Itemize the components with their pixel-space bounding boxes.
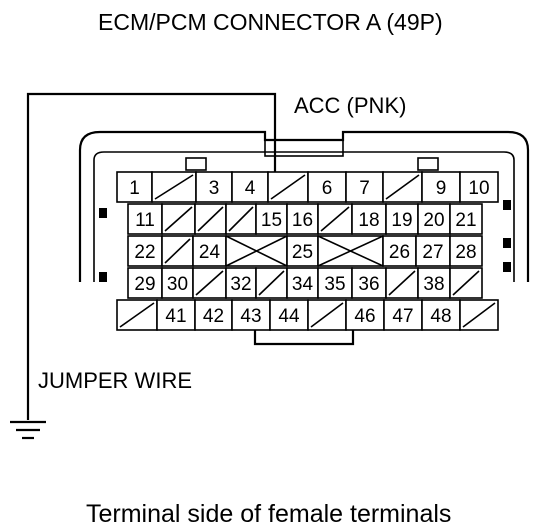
terminal-number: 1: [129, 178, 140, 199]
terminal-cross: [317, 235, 384, 267]
terminal-1: 1: [116, 171, 153, 203]
terminal-29: 29: [127, 267, 163, 299]
terminal-27: 27: [415, 235, 451, 267]
terminal-number: 26: [389, 242, 410, 263]
terminal-number: 43: [240, 306, 261, 327]
terminal-blank: [449, 267, 483, 299]
terminal-38: 38: [417, 267, 451, 299]
terminal-number: 11: [135, 210, 155, 231]
terminal-6: 6: [307, 171, 347, 203]
terminal-number: 32: [230, 274, 251, 295]
terminal-9: 9: [421, 171, 461, 203]
terminal-10: 10: [459, 171, 499, 203]
terminal-number: 7: [359, 178, 370, 199]
terminal-number: 3: [209, 178, 220, 199]
terminal-number: 27: [422, 242, 443, 263]
terminal-number: 4: [245, 178, 256, 199]
terminal-16: 16: [286, 203, 319, 235]
terminal-number: 28: [455, 242, 476, 263]
caption: Terminal side of female terminals: [86, 500, 451, 528]
terminal-number: 42: [203, 306, 224, 327]
terminal-number: 44: [278, 306, 300, 327]
terminal-11: 11: [127, 203, 163, 235]
terminal-number: 20: [423, 210, 444, 231]
terminal-30: 30: [161, 267, 194, 299]
terminal-number: 41: [165, 306, 186, 327]
connector-housing: [78, 130, 530, 346]
terminal-blank: [161, 235, 194, 267]
terminal-number: 30: [167, 274, 188, 295]
jumper-wire-label: JUMPER WIRE: [38, 368, 192, 393]
terminal-blank: [307, 299, 347, 331]
terminal-48: 48: [421, 299, 461, 331]
terminal-blank: [385, 267, 419, 299]
terminal-15: 15: [255, 203, 288, 235]
diagram-title: ECM/PCM CONNECTOR A (49P): [98, 9, 443, 35]
terminal-44: 44: [269, 299, 309, 331]
terminal-number: 48: [430, 306, 451, 327]
terminal-blank: [161, 203, 196, 235]
terminal-number: 18: [358, 210, 379, 231]
terminal-28: 28: [449, 235, 483, 267]
terminal-46: 46: [345, 299, 385, 331]
terminal-26: 26: [382, 235, 417, 267]
terminal-number: 15: [261, 210, 282, 231]
terminal-22: 22: [127, 235, 163, 267]
terminal-42: 42: [194, 299, 233, 331]
terminal-number: 29: [134, 274, 155, 295]
terminal-number: 25: [292, 242, 313, 263]
terminal-number: 16: [292, 210, 313, 231]
terminal-43: 43: [231, 299, 271, 331]
terminal-41: 41: [156, 299, 196, 331]
terminal-blank: [459, 299, 499, 331]
terminal-blank: [192, 267, 227, 299]
terminal-number: 24: [199, 242, 221, 263]
terminal-blank: [151, 171, 197, 203]
terminal-number: 10: [468, 178, 489, 199]
terminal-32: 32: [225, 267, 257, 299]
terminal-blank: [382, 171, 423, 203]
jumper-wire: [26, 92, 277, 420]
terminal-34: 34: [286, 267, 319, 299]
terminal-number: 34: [292, 274, 314, 295]
terminal-18: 18: [351, 203, 387, 235]
terminal-number: 21: [455, 210, 476, 231]
terminal-25: 25: [286, 235, 319, 267]
terminal-blank: [194, 203, 227, 235]
terminal-number: 19: [391, 210, 412, 231]
terminal-number: 22: [134, 242, 155, 263]
terminal-number: 9: [436, 178, 447, 199]
terminal-blank: [317, 203, 353, 235]
terminal-24: 24: [192, 235, 227, 267]
ground-symbol-icon: [10, 420, 46, 440]
terminal-number: 38: [423, 274, 444, 295]
terminal-number: 46: [354, 306, 375, 327]
wire-color-label: ACC (PNK): [294, 93, 406, 118]
terminal-7: 7: [345, 171, 384, 203]
terminal-19: 19: [385, 203, 419, 235]
terminal-number: 35: [324, 274, 345, 295]
terminal-47: 47: [383, 299, 423, 331]
terminal-35: 35: [317, 267, 353, 299]
terminal-4: 4: [231, 171, 269, 203]
terminal-21: 21: [449, 203, 483, 235]
terminal-blank: [225, 203, 257, 235]
terminal-number: 6: [322, 178, 333, 199]
terminal-number: 47: [392, 306, 413, 327]
terminal-blank: [267, 171, 309, 203]
terminal-blank: [116, 299, 158, 331]
terminal-blank: [255, 267, 288, 299]
terminal-20: 20: [417, 203, 451, 235]
terminal-3: 3: [195, 171, 233, 203]
terminal-number: 36: [358, 274, 379, 295]
terminal-36: 36: [351, 267, 387, 299]
terminal-cross: [225, 235, 288, 267]
